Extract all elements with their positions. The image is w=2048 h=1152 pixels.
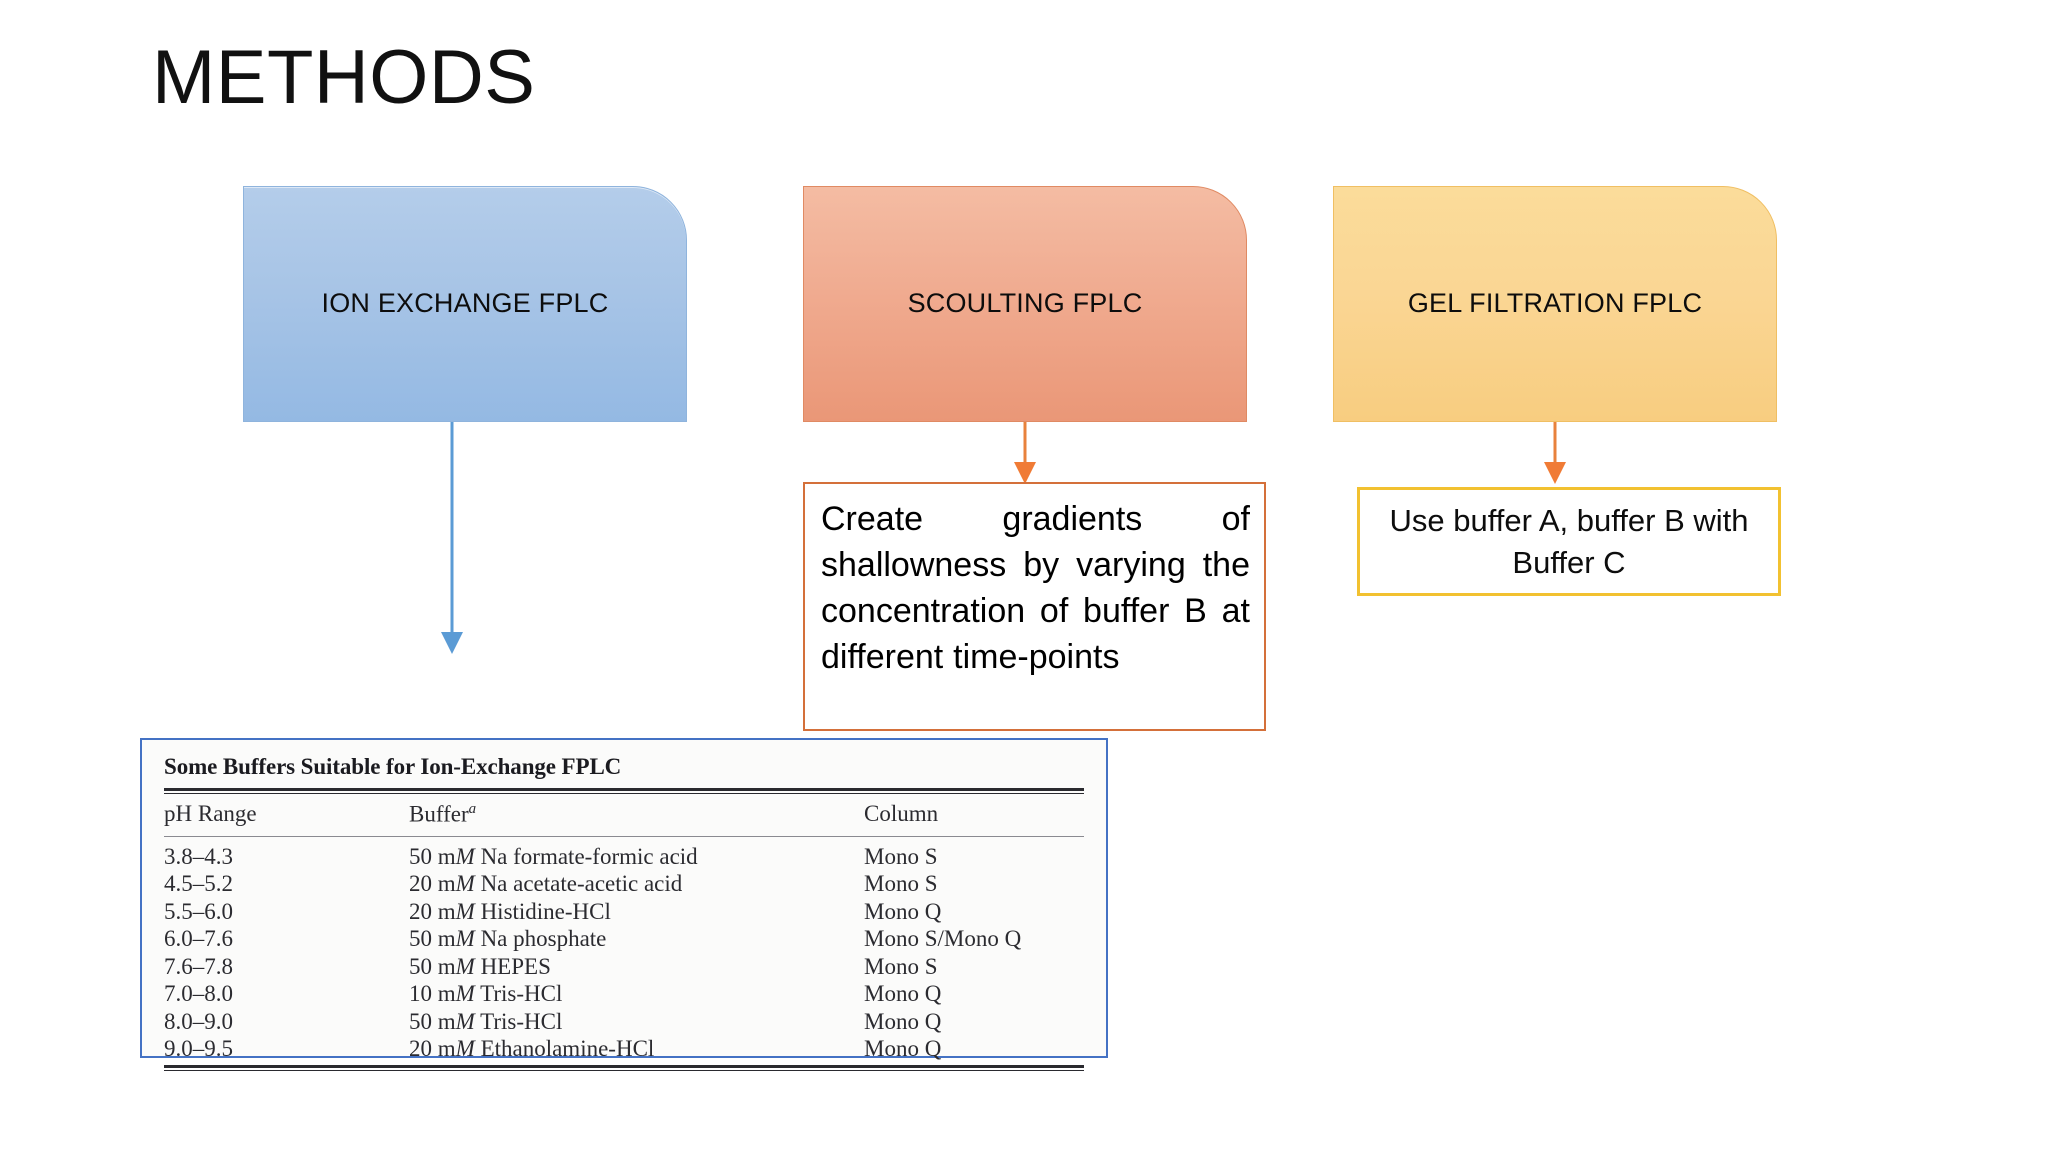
process-box-ion-exchange[interactable]: ION EXCHANGE FPLC <box>243 186 687 422</box>
cell-ph-range: 7.6–7.8 <box>164 953 233 979</box>
column-header-column: Column <box>864 801 939 827</box>
cell-buffer-unit: M <box>455 898 475 924</box>
process-box-gel-filtration-label: GEL FILTRATION FPLC <box>1407 288 1703 319</box>
cell-buffer: 50 mM Tris-HCl <box>409 1008 864 1036</box>
arrow-head <box>1014 462 1036 484</box>
arrow-down-gel-filtration-icon <box>1543 422 1567 484</box>
cell-column: Mono Q <box>864 981 942 1007</box>
cell-buffer-unit: M <box>455 843 475 869</box>
table-rule-top <box>164 788 1084 794</box>
cell-column: Mono Q <box>864 1036 942 1062</box>
callout-gel-filtration: Use buffer A, buffer B with Buffer C <box>1357 487 1781 596</box>
arrow-head <box>1544 462 1566 484</box>
cell-buffer-unit: M <box>455 981 475 1007</box>
buffer-table-title: Some Buffers Suitable for Ion-Exchange F… <box>164 754 622 779</box>
cell-buffer-concentration: 20 m <box>409 898 456 924</box>
arrow-shaft <box>1023 422 1027 464</box>
cell-buffer-unit: M <box>455 926 475 952</box>
arrow-shaft <box>1553 422 1557 464</box>
cell-buffer-name: Tris-HCl <box>474 981 563 1007</box>
cell-buffer-concentration: 10 m <box>409 981 456 1007</box>
buffer-table: Some Buffers Suitable for Ion-Exchange F… <box>140 738 1108 1071</box>
cell-ph-range: 3.8–4.3 <box>164 843 233 869</box>
column-header-buffer: Buffera <box>409 794 864 836</box>
callout-gel-filtration-text: Use buffer A, buffer B with Buffer C <box>1389 502 1749 580</box>
process-box-ion-exchange-label: ION EXCHANGE FPLC <box>321 288 609 319</box>
callout-scoulting: Create gradients of shallowness by varyi… <box>803 482 1266 731</box>
cell-buffer-unit: M <box>455 1008 475 1034</box>
cell-column: Mono S/Mono Q <box>864 926 1022 952</box>
cell-buffer-name: Na phosphate <box>474 926 607 952</box>
cell-buffer: 20 mM Na acetate-acetic acid <box>409 870 864 898</box>
cell-buffer-unit: M <box>455 1036 475 1062</box>
cell-ph-range: 4.5–5.2 <box>164 871 233 897</box>
cell-buffer: 20 mM Histidine-HCl <box>409 898 864 926</box>
arrow-down-scoulting-icon <box>1013 422 1037 484</box>
cell-buffer-name: HEPES <box>474 953 551 979</box>
cell-buffer-name: Ethanolamine-HCl <box>474 1036 655 1062</box>
process-box-scoulting-label: SCOULTING FPLC <box>907 288 1143 319</box>
cell-buffer-name: Tris-HCl <box>474 1008 563 1034</box>
page-title: METHODS <box>152 35 536 120</box>
cell-ph-range: 7.0–8.0 <box>164 981 233 1007</box>
cell-column: Mono S <box>864 953 938 979</box>
cell-column: Mono S <box>864 871 938 897</box>
cell-buffer: 20 mM Ethanolamine-HCl <box>409 1035 864 1063</box>
cell-buffer-concentration: 50 m <box>409 926 456 952</box>
table-rule-header <box>164 835 1084 837</box>
cell-buffer-name: Na formate-formic acid <box>474 843 698 869</box>
cell-buffer-unit: M <box>455 871 475 897</box>
cell-buffer-concentration: 50 m <box>409 843 456 869</box>
cell-buffer-concentration: 20 m <box>409 871 456 897</box>
cell-buffer: 10 mM Tris-HCl <box>409 980 864 1008</box>
cell-ph-range: 8.0–9.0 <box>164 1008 233 1034</box>
process-box-gel-filtration[interactable]: GEL FILTRATION FPLC <box>1333 186 1777 422</box>
table-rule-bottom <box>164 1064 1084 1071</box>
cell-column: Mono Q <box>864 898 942 924</box>
callout-scoulting-text: Create gradients of shallowness by varyi… <box>821 500 1250 676</box>
cell-ph-range: 9.0–9.5 <box>164 1036 233 1062</box>
cell-buffer: 50 mM Na phosphate <box>409 925 864 953</box>
cell-column: Mono S <box>864 843 938 869</box>
cell-buffer-concentration: 20 m <box>409 1036 456 1062</box>
arrow-shaft <box>450 422 454 634</box>
cell-buffer: 50 mM Na formate-formic acid <box>409 837 864 871</box>
arrow-head <box>441 632 463 654</box>
column-header-ph-range: pH Range <box>164 801 257 827</box>
cell-buffer: 50 mM HEPES <box>409 953 864 981</box>
arrow-down-ion-exchange-icon <box>440 422 464 654</box>
column-header-buffer-label: Buffer <box>409 801 469 827</box>
cell-buffer-name: Na acetate-acetic acid <box>474 871 683 897</box>
cell-buffer-name: Histidine-HCl <box>474 898 611 924</box>
process-box-scoulting[interactable]: SCOULTING FPLC <box>803 186 1247 422</box>
cell-ph-range: 5.5–6.0 <box>164 898 233 924</box>
cell-buffer-unit: M <box>455 953 475 979</box>
cell-buffer-concentration: 50 m <box>409 1008 456 1034</box>
column-header-buffer-superscript: a <box>468 801 477 817</box>
table-header-row: pH Range Buffera Column <box>164 794 1084 836</box>
cell-buffer-concentration: 50 m <box>409 953 456 979</box>
buffer-table-grid: pH Range Buffera Column <box>164 794 1084 836</box>
cell-column: Mono Q <box>864 1008 942 1034</box>
cell-ph-range: 6.0–7.6 <box>164 926 233 952</box>
